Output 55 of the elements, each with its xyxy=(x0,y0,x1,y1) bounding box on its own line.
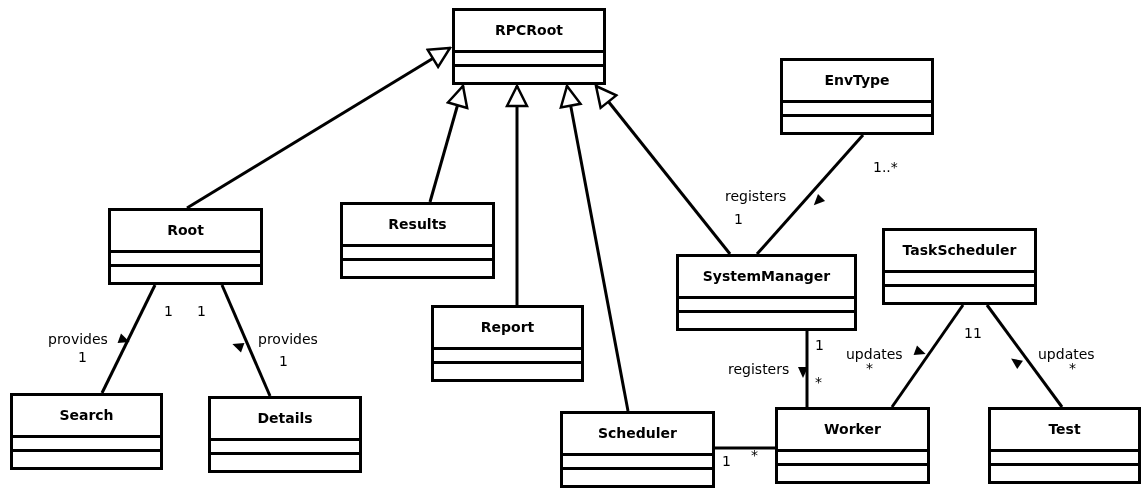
generalization-arrow xyxy=(505,84,529,305)
association-line xyxy=(985,304,1064,408)
multiplicity-label: * xyxy=(751,448,758,462)
class-box xyxy=(340,202,495,279)
class-box xyxy=(431,305,584,382)
generalization-arrow xyxy=(594,84,732,255)
edge-label: registers xyxy=(728,362,790,376)
multiplicity-label: 1 xyxy=(164,304,173,318)
association-line xyxy=(220,284,272,397)
edge-label: registers xyxy=(725,189,787,203)
class-box xyxy=(676,254,857,331)
multiplicity-label: 1 xyxy=(78,350,87,364)
class-box xyxy=(452,8,606,85)
association-line xyxy=(715,446,775,450)
class-name: Details xyxy=(257,409,313,428)
class-name: Report xyxy=(480,318,535,337)
multiplicity-label: 1 xyxy=(722,454,731,468)
class-box xyxy=(560,411,715,488)
edge-label: updates xyxy=(1038,347,1095,361)
multiplicity-label: * xyxy=(815,375,822,389)
class-name: SystemManager xyxy=(702,267,831,286)
class-name: Search xyxy=(59,406,114,425)
generalization-arrow xyxy=(559,84,630,412)
class-name: Test xyxy=(1048,420,1081,439)
edge-label: provides xyxy=(48,332,108,346)
class-box xyxy=(780,58,934,135)
class-box xyxy=(10,393,163,470)
multiplicity-label: 1 xyxy=(279,354,288,368)
class-name: TaskScheduler xyxy=(902,241,1017,260)
class-box xyxy=(988,407,1141,484)
edge-label: updates xyxy=(846,347,903,361)
multiplicity-label: 11 xyxy=(964,326,982,340)
class-name: Scheduler xyxy=(598,424,677,443)
class-name: Results xyxy=(388,215,447,234)
class-box xyxy=(775,407,930,484)
generalization-arrow xyxy=(428,84,469,203)
multiplicity-label: 1 xyxy=(815,338,824,352)
multiplicity-label: * xyxy=(1069,361,1076,375)
association-line xyxy=(755,134,865,255)
class-name: RPCRoot xyxy=(495,21,563,40)
class-box xyxy=(108,208,263,285)
multiplicity-label: * xyxy=(866,361,873,375)
class-name: Worker xyxy=(824,420,881,439)
class-name: EnvType xyxy=(824,71,890,90)
multiplicity-label: 1 xyxy=(197,304,206,318)
association-line xyxy=(100,284,157,394)
association-line xyxy=(805,331,809,407)
class-box xyxy=(208,396,362,473)
multiplicity-label: 1..* xyxy=(873,160,898,174)
class-name: Root xyxy=(167,221,204,240)
generalization-arrow xyxy=(186,46,452,210)
class-box xyxy=(882,228,1037,305)
multiplicity-label: 1 xyxy=(734,212,743,226)
edge-label: provides xyxy=(258,332,318,346)
association-line xyxy=(890,304,965,408)
